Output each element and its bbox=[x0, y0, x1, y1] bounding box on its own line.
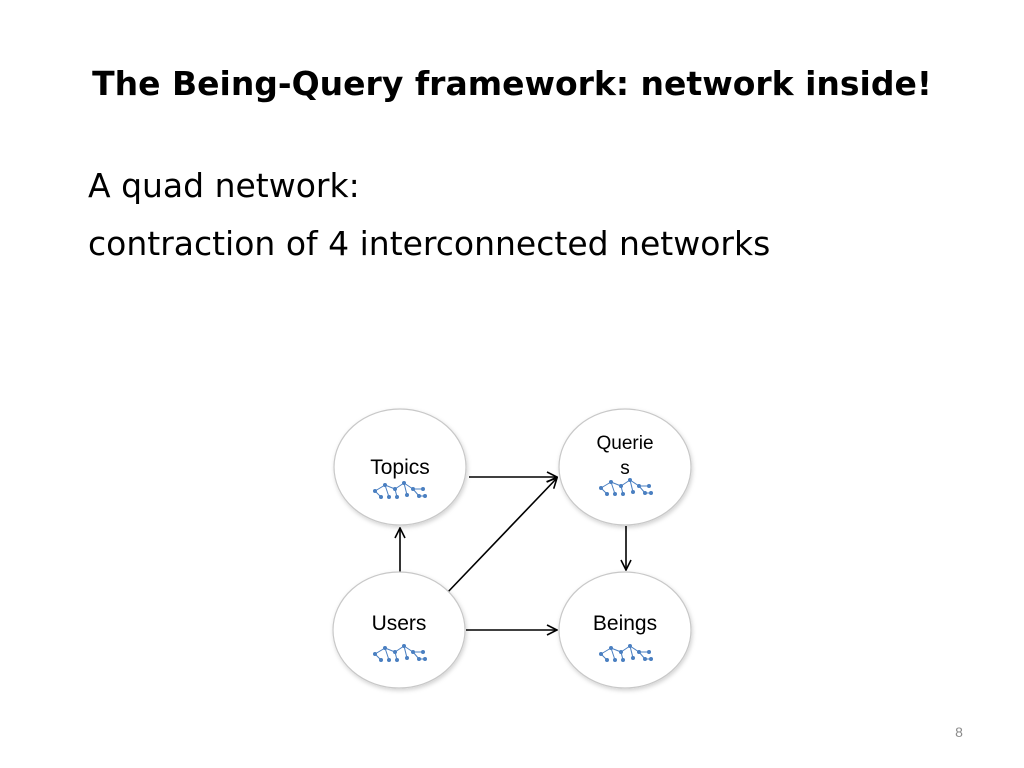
node-beings-label: Beings bbox=[593, 612, 657, 635]
node-queries-label-line-2: s bbox=[620, 458, 630, 479]
node-users: Users bbox=[332, 571, 466, 689]
node-topics-label: Topics bbox=[370, 456, 430, 479]
node-topics: Topics bbox=[333, 408, 467, 526]
body-line-contraction: contraction of 4 interconnected networks bbox=[88, 224, 771, 263]
body-line-quad-network: A quad network: bbox=[88, 166, 360, 205]
slide-title: The Being-Query framework: network insid… bbox=[92, 64, 932, 103]
node-queries: Querie s bbox=[558, 408, 692, 526]
node-beings: Beings bbox=[558, 571, 692, 689]
page-number: 8 bbox=[955, 724, 963, 740]
node-users-label: Users bbox=[372, 612, 427, 635]
node-queries-label-line-1: Querie bbox=[596, 433, 653, 454]
edge-users-to-queries bbox=[445, 478, 557, 595]
